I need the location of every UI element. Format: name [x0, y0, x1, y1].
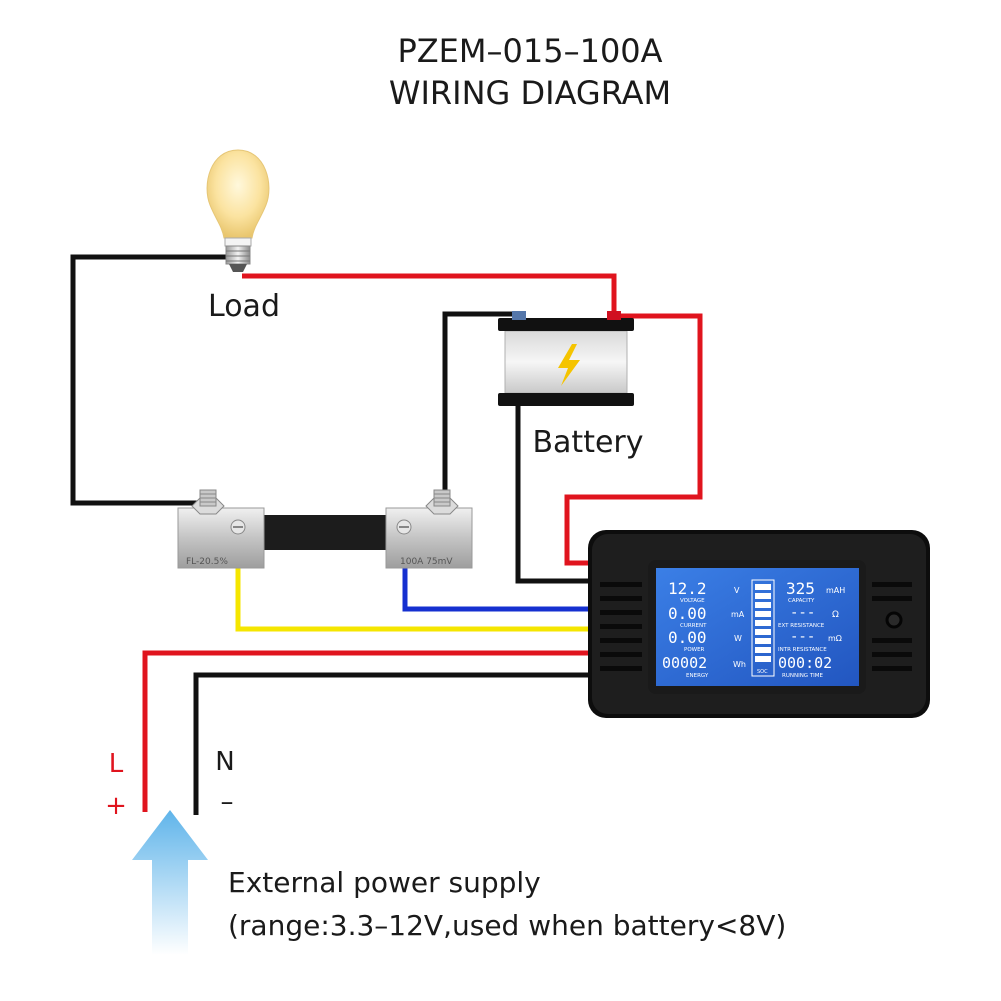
lcd-energy-value: 00002 — [662, 654, 707, 672]
wire-black-load-shunt — [70, 254, 228, 506]
meter-left-vents — [600, 582, 642, 671]
lcd-voltage-unit: V — [734, 586, 740, 595]
shunt-right-bolt-icon — [425, 489, 459, 515]
shunt-left-marking: FL-20.5% — [186, 557, 228, 567]
diagram-title-line1: PZEM–015–100A — [397, 32, 662, 70]
lcd-voltage-label: VOLTAGE — [680, 598, 705, 604]
diagram-title-line2: WIRING DIAGRAM — [389, 74, 671, 112]
lcd-voltage-value: 12.2 — [668, 579, 707, 598]
pzem-meter: 12.2 V VOLTAGE 0.00 mA CURRENT 0.00 W PO… — [588, 530, 930, 718]
supply-label-line1: External power supply — [228, 866, 541, 899]
load-label: Load — [208, 289, 280, 324]
lcd-running-time-label: RUNNING TIME — [782, 673, 824, 679]
lcd-capacity-value: 325 — [786, 579, 815, 598]
wire-black-battery-meter — [515, 330, 592, 584]
lcd-energy-unit: Wh — [733, 660, 746, 669]
supply-label-line2: (range:3.3–12V,used when battery<8V) — [228, 909, 786, 942]
lcd-running-time-value: 000:02 — [778, 654, 832, 672]
lcd-power-value: 0.00 — [668, 628, 707, 647]
battery-icon — [498, 311, 634, 406]
shunt-right-marking: 100A 75mV — [400, 557, 453, 567]
wire-red-load-battery — [242, 273, 617, 314]
lcd-current-label: CURRENT — [680, 623, 707, 629]
wire-red-supply — [142, 650, 592, 812]
live-label: L — [109, 749, 124, 779]
shunt-resistor: FL-20.5% 100A 75mV — [177, 489, 473, 569]
lcd-capacity-label: CAPACITY — [788, 598, 815, 604]
lcd-current-unit: mA — [731, 610, 745, 619]
lcd-ext-resistance-value: --- — [790, 605, 815, 621]
lcd-capacity-unit: mAH — [826, 586, 845, 595]
wire-yellow-sense — [235, 540, 592, 632]
meter-right-vents — [872, 582, 912, 671]
lcd-energy-label: ENERGY — [686, 673, 709, 679]
lcd-intr-resistance-value: --- — [790, 629, 815, 645]
minus-label: – — [221, 787, 234, 817]
lcd-intr-resistance-label: INTR RESISTANCE — [778, 647, 827, 653]
wire-black-shunt-battery — [442, 311, 520, 503]
wire-red-battery-meter — [564, 313, 703, 566]
shunt-left-bolt-icon — [191, 489, 225, 515]
shunt-right-block — [385, 507, 473, 569]
supply-arrow-icon — [132, 810, 208, 955]
lcd-current-value: 0.00 — [668, 604, 707, 623]
lightning-icon — [558, 344, 580, 386]
neutral-label: N — [215, 747, 234, 777]
shunt-left-block — [177, 507, 265, 569]
lcd-power-label: POWER — [684, 647, 705, 653]
lcd-ext-resistance-unit: Ω — [832, 610, 839, 620]
battery-negative-terminal — [512, 311, 526, 320]
lcd-ext-resistance-label: EXT RESISTANCE — [778, 623, 825, 629]
battery-label: Battery — [532, 425, 643, 460]
meter-reset-button[interactable] — [885, 611, 903, 629]
plus-label: + — [105, 791, 127, 821]
wire-black-supply — [193, 672, 592, 815]
lcd-intr-resistance-unit: mΩ — [828, 634, 842, 643]
lcd-soc-label: SOC — [757, 669, 768, 675]
lcd-power-unit: W — [734, 634, 742, 643]
battery-positive-terminal — [607, 311, 621, 320]
light-bulb-icon — [206, 149, 270, 272]
lcd-soc-bar: SOC — [751, 579, 775, 677]
